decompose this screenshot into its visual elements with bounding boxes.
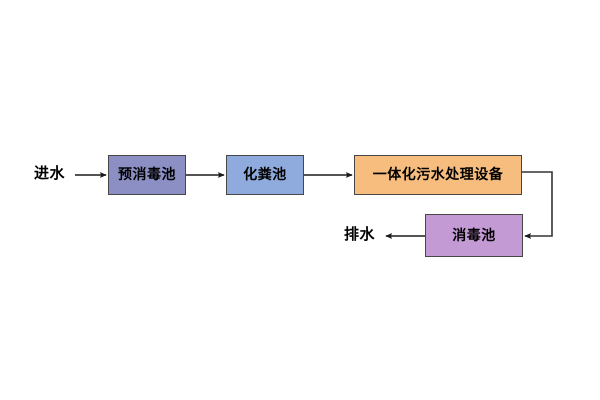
arrow-integrated-equipment-to-disinfection — [522, 171, 553, 239]
node-integrated-equipment[interactable]: 一体化污水处理设备 — [354, 155, 522, 195]
node-disinfection[interactable]: 消毒池 — [425, 214, 523, 257]
node-pre-disinfection[interactable]: 预消毒池 — [108, 155, 186, 195]
node-pre-disinfection-label: 预消毒池 — [118, 167, 176, 183]
node-integrated-equipment-label: 一体化污水处理设备 — [372, 167, 504, 183]
outflow-label: 排水 — [344, 225, 376, 243]
node-septic-tank[interactable]: 化粪池 — [226, 155, 304, 195]
node-septic-tank-label: 化粪池 — [243, 167, 287, 183]
inflow-label: 进水 — [34, 164, 66, 182]
node-disinfection-label: 消毒池 — [452, 227, 496, 244]
